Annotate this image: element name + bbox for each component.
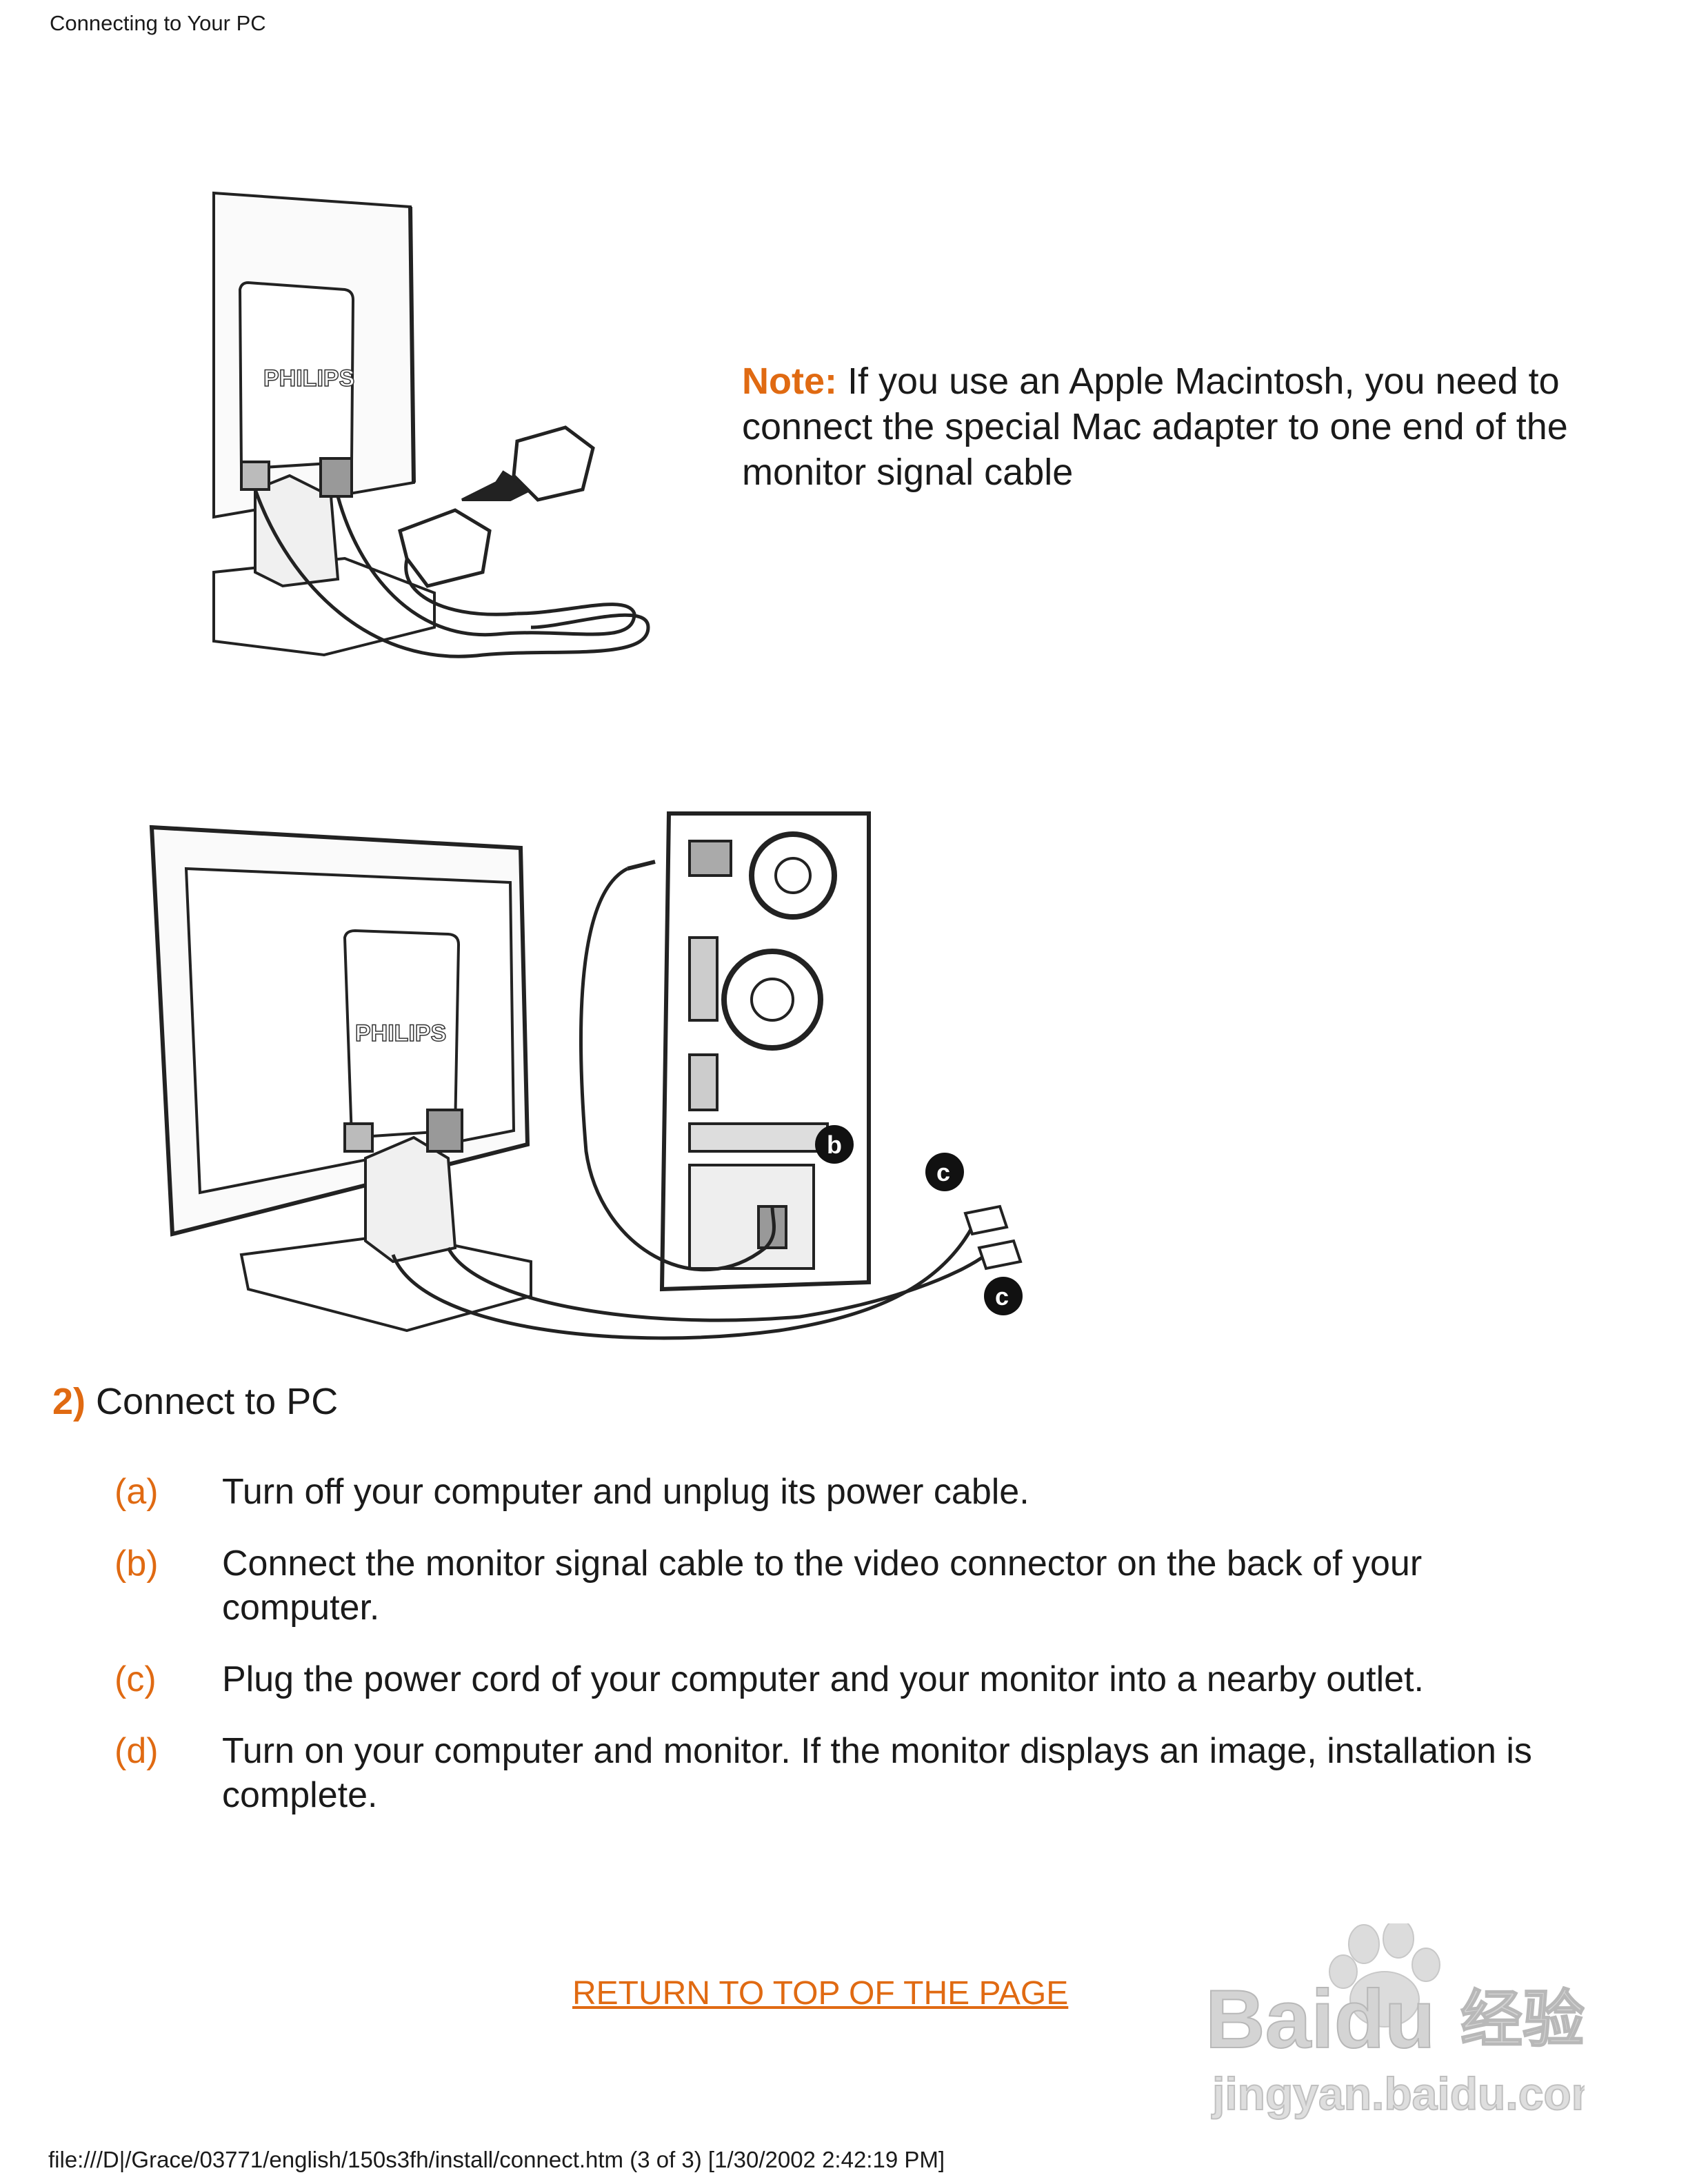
baidu-watermark: Baidu 经验 jingyan.baidu.com [1192,1919,1612,2130]
section-title: Connect to PC [96,1381,339,1422]
page-header-title: Connecting to Your PC [50,11,266,35]
step-letter: (b) [114,1544,159,1584]
step-text: Plug the power cord of your computer and… [222,1659,1424,1699]
pc-connection-figure: PHILIPS b c c [145,807,1041,1358]
step-letter: (d) [114,1731,159,1771]
callout-b: b [827,1131,842,1159]
adapter-figure-brand: PHILIPS [263,365,354,392]
footer-file-path: file:///D|/Grace/03771/english/150s3fh/i… [48,2147,945,2172]
step-text: Turn on your computer and monitor. If th… [222,1731,1532,1815]
pc-figure-brand: PHILIPS [355,1020,446,1046]
section-number: 2) [52,1381,86,1422]
note-text: If you use an Apple Macintosh, you need … [742,361,1568,493]
step-letter: (c) [114,1659,157,1699]
watermark-brand: Baidu [1205,1973,1435,2065]
section-heading: 2) Connect to PC [52,1380,338,1423]
return-to-top-link[interactable]: RETURN TO TOP OF THE PAGE [572,1975,1069,2012]
note-label: Note: [742,361,837,402]
paw-icon [1348,1924,1380,1964]
mac-adapter-note: Note: If you use an Apple Macintosh, you… [742,358,1590,495]
mac-adapter-figure: PHILIPS [207,186,655,689]
step-text: Connect the monitor signal cable to the … [222,1544,1423,1628]
step-letter: (a) [114,1472,159,1512]
step-text: Turn off your computer and unplug its po… [222,1472,1029,1512]
callout-c-lower: c [995,1282,1009,1311]
watermark-url: jingyan.baidu.com [1211,2068,1585,2119]
watermark-cn: 经验 [1460,1983,1585,2056]
callout-c-upper: c [936,1158,950,1186]
